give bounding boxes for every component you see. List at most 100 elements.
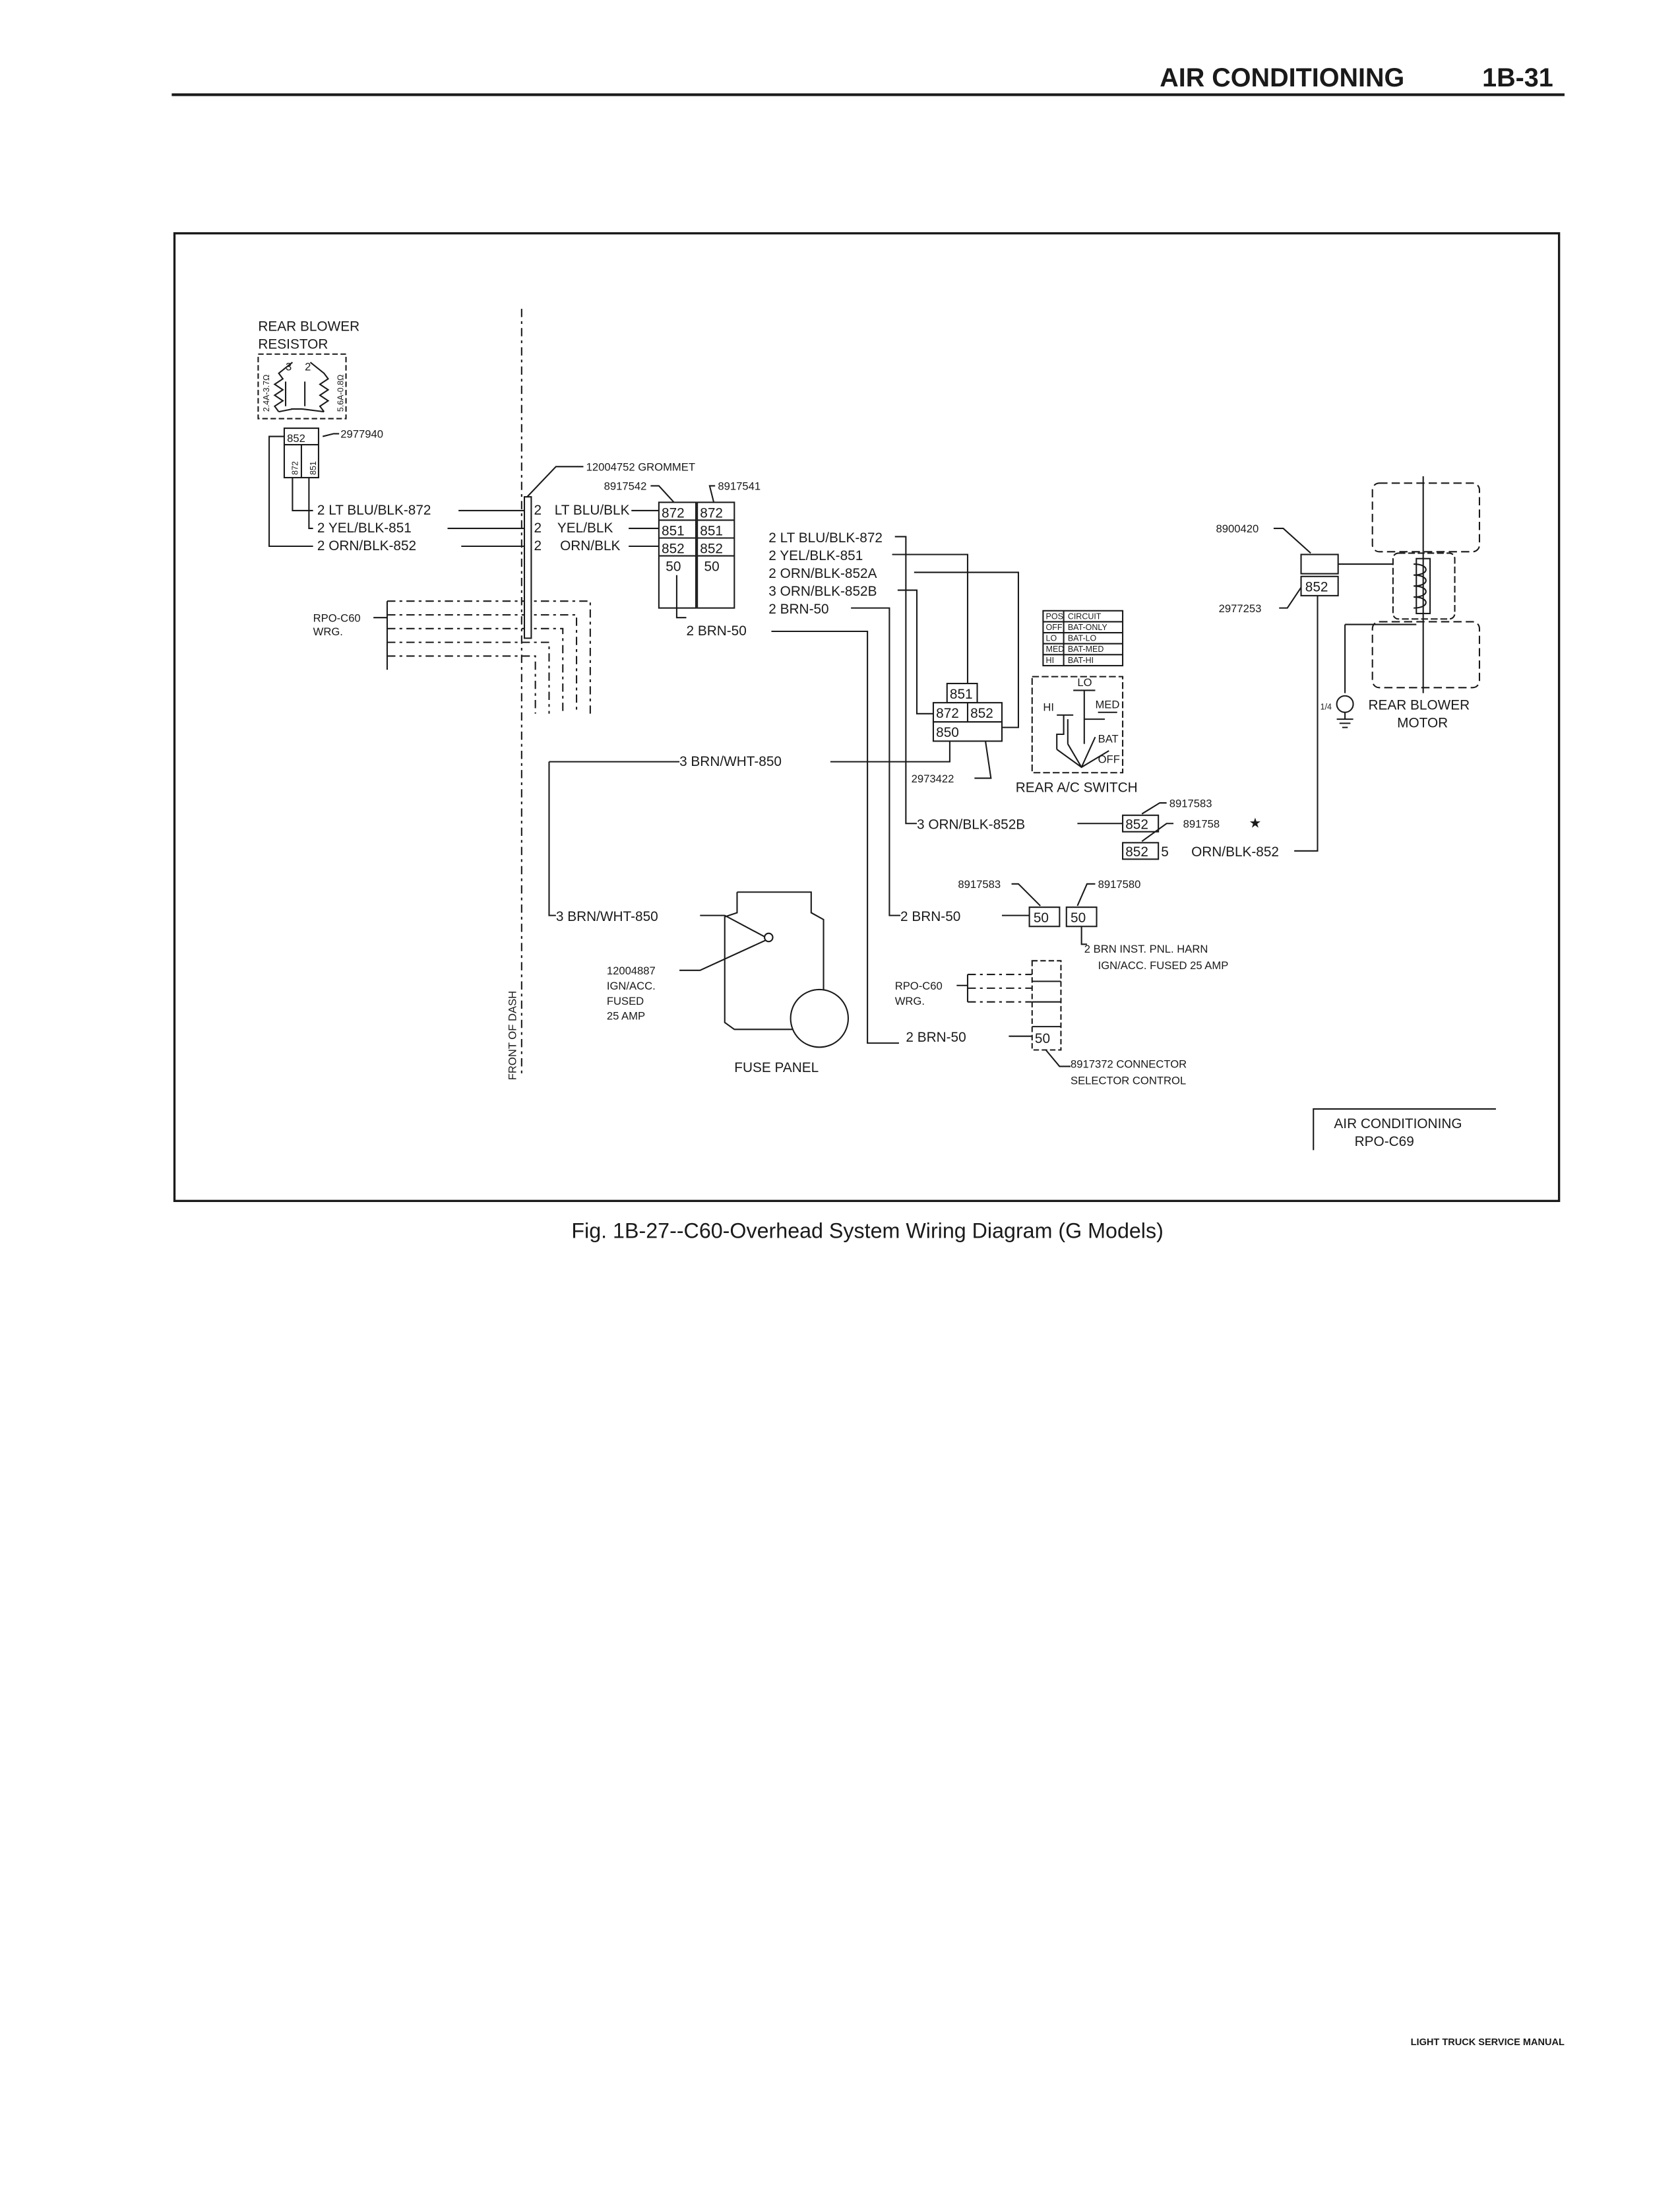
svg-text:852: 852 xyxy=(1305,580,1328,595)
wire-label: 2 ORN/BLK-852 xyxy=(317,538,416,554)
rpo-c60-label: RPO-C60 xyxy=(313,612,361,624)
svg-text:OFF: OFF xyxy=(1046,623,1063,632)
svg-text:872: 872 xyxy=(291,461,300,475)
wire-label: 2 YEL/BLK-851 xyxy=(317,521,412,536)
svg-text:2 BRN-50: 2 BRN-50 xyxy=(900,909,960,924)
svg-text:FUSE PANEL: FUSE PANEL xyxy=(734,1060,819,1075)
svg-text:851: 851 xyxy=(700,523,723,538)
svg-text:BAT-LO: BAT-LO xyxy=(1068,634,1097,643)
svg-text:50: 50 xyxy=(1071,910,1086,926)
wire-label: YEL/BLK xyxy=(557,521,613,536)
svg-text:★: ★ xyxy=(1249,815,1261,831)
svg-text:5: 5 xyxy=(1161,844,1169,860)
connector-2973422: 851 872 852 850 2973422 xyxy=(912,683,1003,785)
connector-852-b: 852 5 891758 ★ xyxy=(1122,815,1261,860)
svg-text:852: 852 xyxy=(287,432,305,445)
connector-852-a: 852 8917583 xyxy=(1122,797,1212,833)
svg-text:8917541: 8917541 xyxy=(718,480,761,493)
svg-text:RPO-C60: RPO-C60 xyxy=(895,980,943,992)
svg-text:8917583: 8917583 xyxy=(958,878,1001,891)
wire-label: 3 ORN/BLK-852B xyxy=(917,817,1025,833)
option-box: AIR CONDITIONING RPO-C69 xyxy=(1313,1108,1496,1151)
svg-text:MOTOR: MOTOR xyxy=(1397,716,1448,731)
svg-text:FUSED: FUSED xyxy=(607,995,644,1007)
wire-label: 2 BRN-50 xyxy=(686,623,746,639)
svg-text:8917372 CONNECTOR: 8917372 CONNECTOR xyxy=(1071,1058,1187,1071)
svg-text:RPO-C69: RPO-C69 xyxy=(1355,1134,1414,1149)
svg-text:50: 50 xyxy=(1034,910,1049,926)
svg-text:50: 50 xyxy=(704,559,720,574)
fuse-panel: 12004887 IGN/ACC. FUSED 25 AMP FUSE PANE… xyxy=(607,891,850,1075)
svg-text:2: 2 xyxy=(305,361,311,373)
svg-text:872: 872 xyxy=(936,706,959,721)
page-number: 1B-31 xyxy=(1482,63,1553,92)
rear-blower-motor: 8900420 852 2977253 1/4 REAR BLOWER MOTO… xyxy=(1216,476,1481,731)
pin-label: 2 xyxy=(534,521,542,536)
svg-text:2 BRN INST. PNL. HARN: 2 BRN INST. PNL. HARN xyxy=(1084,943,1208,955)
svg-text:852: 852 xyxy=(700,541,723,556)
svg-text:MED: MED xyxy=(1095,698,1119,711)
figure-caption: Fig. 1B-27--C60-Overhead System Wiring D… xyxy=(571,1219,1163,1243)
svg-text:50: 50 xyxy=(1035,1031,1050,1046)
svg-text:851: 851 xyxy=(950,687,973,702)
svg-text:8900420: 8900420 xyxy=(1216,522,1259,535)
wire-label: LT BLU/BLK xyxy=(555,503,630,518)
section-title: AIR CONDITIONING xyxy=(1160,63,1404,92)
pin-label: 2 xyxy=(534,538,542,554)
svg-text:3: 3 xyxy=(286,361,292,373)
rear-blower-resistor: REAR BLOWER RESISTOR 3 2 2.4A-3.7Ω 5.6A-… xyxy=(257,319,359,420)
wire-label: 2 ORN/BLK-852A xyxy=(768,566,877,581)
svg-text:BAT-ONLY: BAT-ONLY xyxy=(1068,623,1107,632)
connector-8917542: 8917542 872 851 852 50 xyxy=(604,480,697,609)
svg-text:REAR BLOWER: REAR BLOWER xyxy=(258,319,359,334)
rpo-c60-label: WRG. xyxy=(313,625,343,638)
wire-label: 2 YEL/BLK-851 xyxy=(768,548,863,563)
pin-label: 2 xyxy=(534,503,542,518)
svg-text:12004887: 12004887 xyxy=(607,965,656,977)
front-of-dash-label: FRONT OF DASH xyxy=(507,991,519,1080)
wire-label: 3 BRN/WHT-850 xyxy=(556,909,658,924)
svg-text:25 AMP: 25 AMP xyxy=(607,1010,645,1023)
svg-text:HI: HI xyxy=(1046,656,1054,665)
svg-text:852: 852 xyxy=(1125,817,1148,833)
svg-text:AIR CONDITIONING: AIR CONDITIONING xyxy=(1334,1116,1462,1131)
svg-text:LO: LO xyxy=(1077,676,1092,689)
wire-label: 3 BRN/WHT-850 xyxy=(679,754,782,769)
svg-text:SELECTOR CONTROL: SELECTOR CONTROL xyxy=(1071,1075,1186,1087)
svg-text:REAR A/C SWITCH: REAR A/C SWITCH xyxy=(1016,780,1138,795)
svg-text:IGN/ACC.: IGN/ACC. xyxy=(607,980,656,992)
wire-label: 3 ORN/BLK-852B xyxy=(768,584,877,599)
svg-text:8917583: 8917583 xyxy=(1169,797,1212,809)
svg-text:LO: LO xyxy=(1046,634,1057,643)
svg-text:8917542: 8917542 xyxy=(604,480,647,493)
svg-text:872: 872 xyxy=(662,505,685,521)
grommet-label: 12004752 GROMMET xyxy=(586,461,695,474)
svg-text:872: 872 xyxy=(700,505,723,521)
svg-text:852: 852 xyxy=(662,541,685,556)
wire-label: 2 BRN-50 xyxy=(768,602,828,617)
selector-control-connector: RPO-C60 WRG. 50 2 BRN-50 8917372 CONNECT… xyxy=(895,960,1187,1087)
svg-text:891758: 891758 xyxy=(1183,817,1220,830)
svg-text:BAT: BAT xyxy=(1098,732,1119,745)
footer-text: LIGHT TRUCK SERVICE MANUAL xyxy=(1411,2037,1565,2048)
svg-text:2977253: 2977253 xyxy=(1219,602,1262,615)
svg-text:8917580: 8917580 xyxy=(1098,878,1141,891)
wire-label: 2 LT BLU/BLK-872 xyxy=(317,503,431,518)
grommet xyxy=(523,496,532,639)
brn-50-connectors: 8917583 8917580 2 BRN-50 50 50 2 BRN INS… xyxy=(900,878,1228,972)
svg-text:5.6A-0.8Ω: 5.6A-0.8Ω xyxy=(336,375,345,412)
svg-text:OFF: OFF xyxy=(1098,753,1120,766)
wire-label: ORN/BLK xyxy=(560,538,620,554)
svg-text:BAT-HI: BAT-HI xyxy=(1068,656,1094,665)
svg-text:BAT-MED: BAT-MED xyxy=(1068,645,1104,654)
wire-label: ORN/BLK-852 xyxy=(1191,844,1279,860)
svg-text:1/4: 1/4 xyxy=(1321,703,1332,712)
svg-text:2 BRN-50: 2 BRN-50 xyxy=(906,1030,966,1045)
svg-text:850: 850 xyxy=(936,725,959,740)
svg-text:HI: HI xyxy=(1043,701,1054,714)
svg-text:50: 50 xyxy=(666,559,681,574)
svg-text:2.4A-3.7Ω: 2.4A-3.7Ω xyxy=(262,375,271,412)
svg-text:IGN/ACC. FUSED 25 AMP: IGN/ACC. FUSED 25 AMP xyxy=(1098,959,1229,972)
